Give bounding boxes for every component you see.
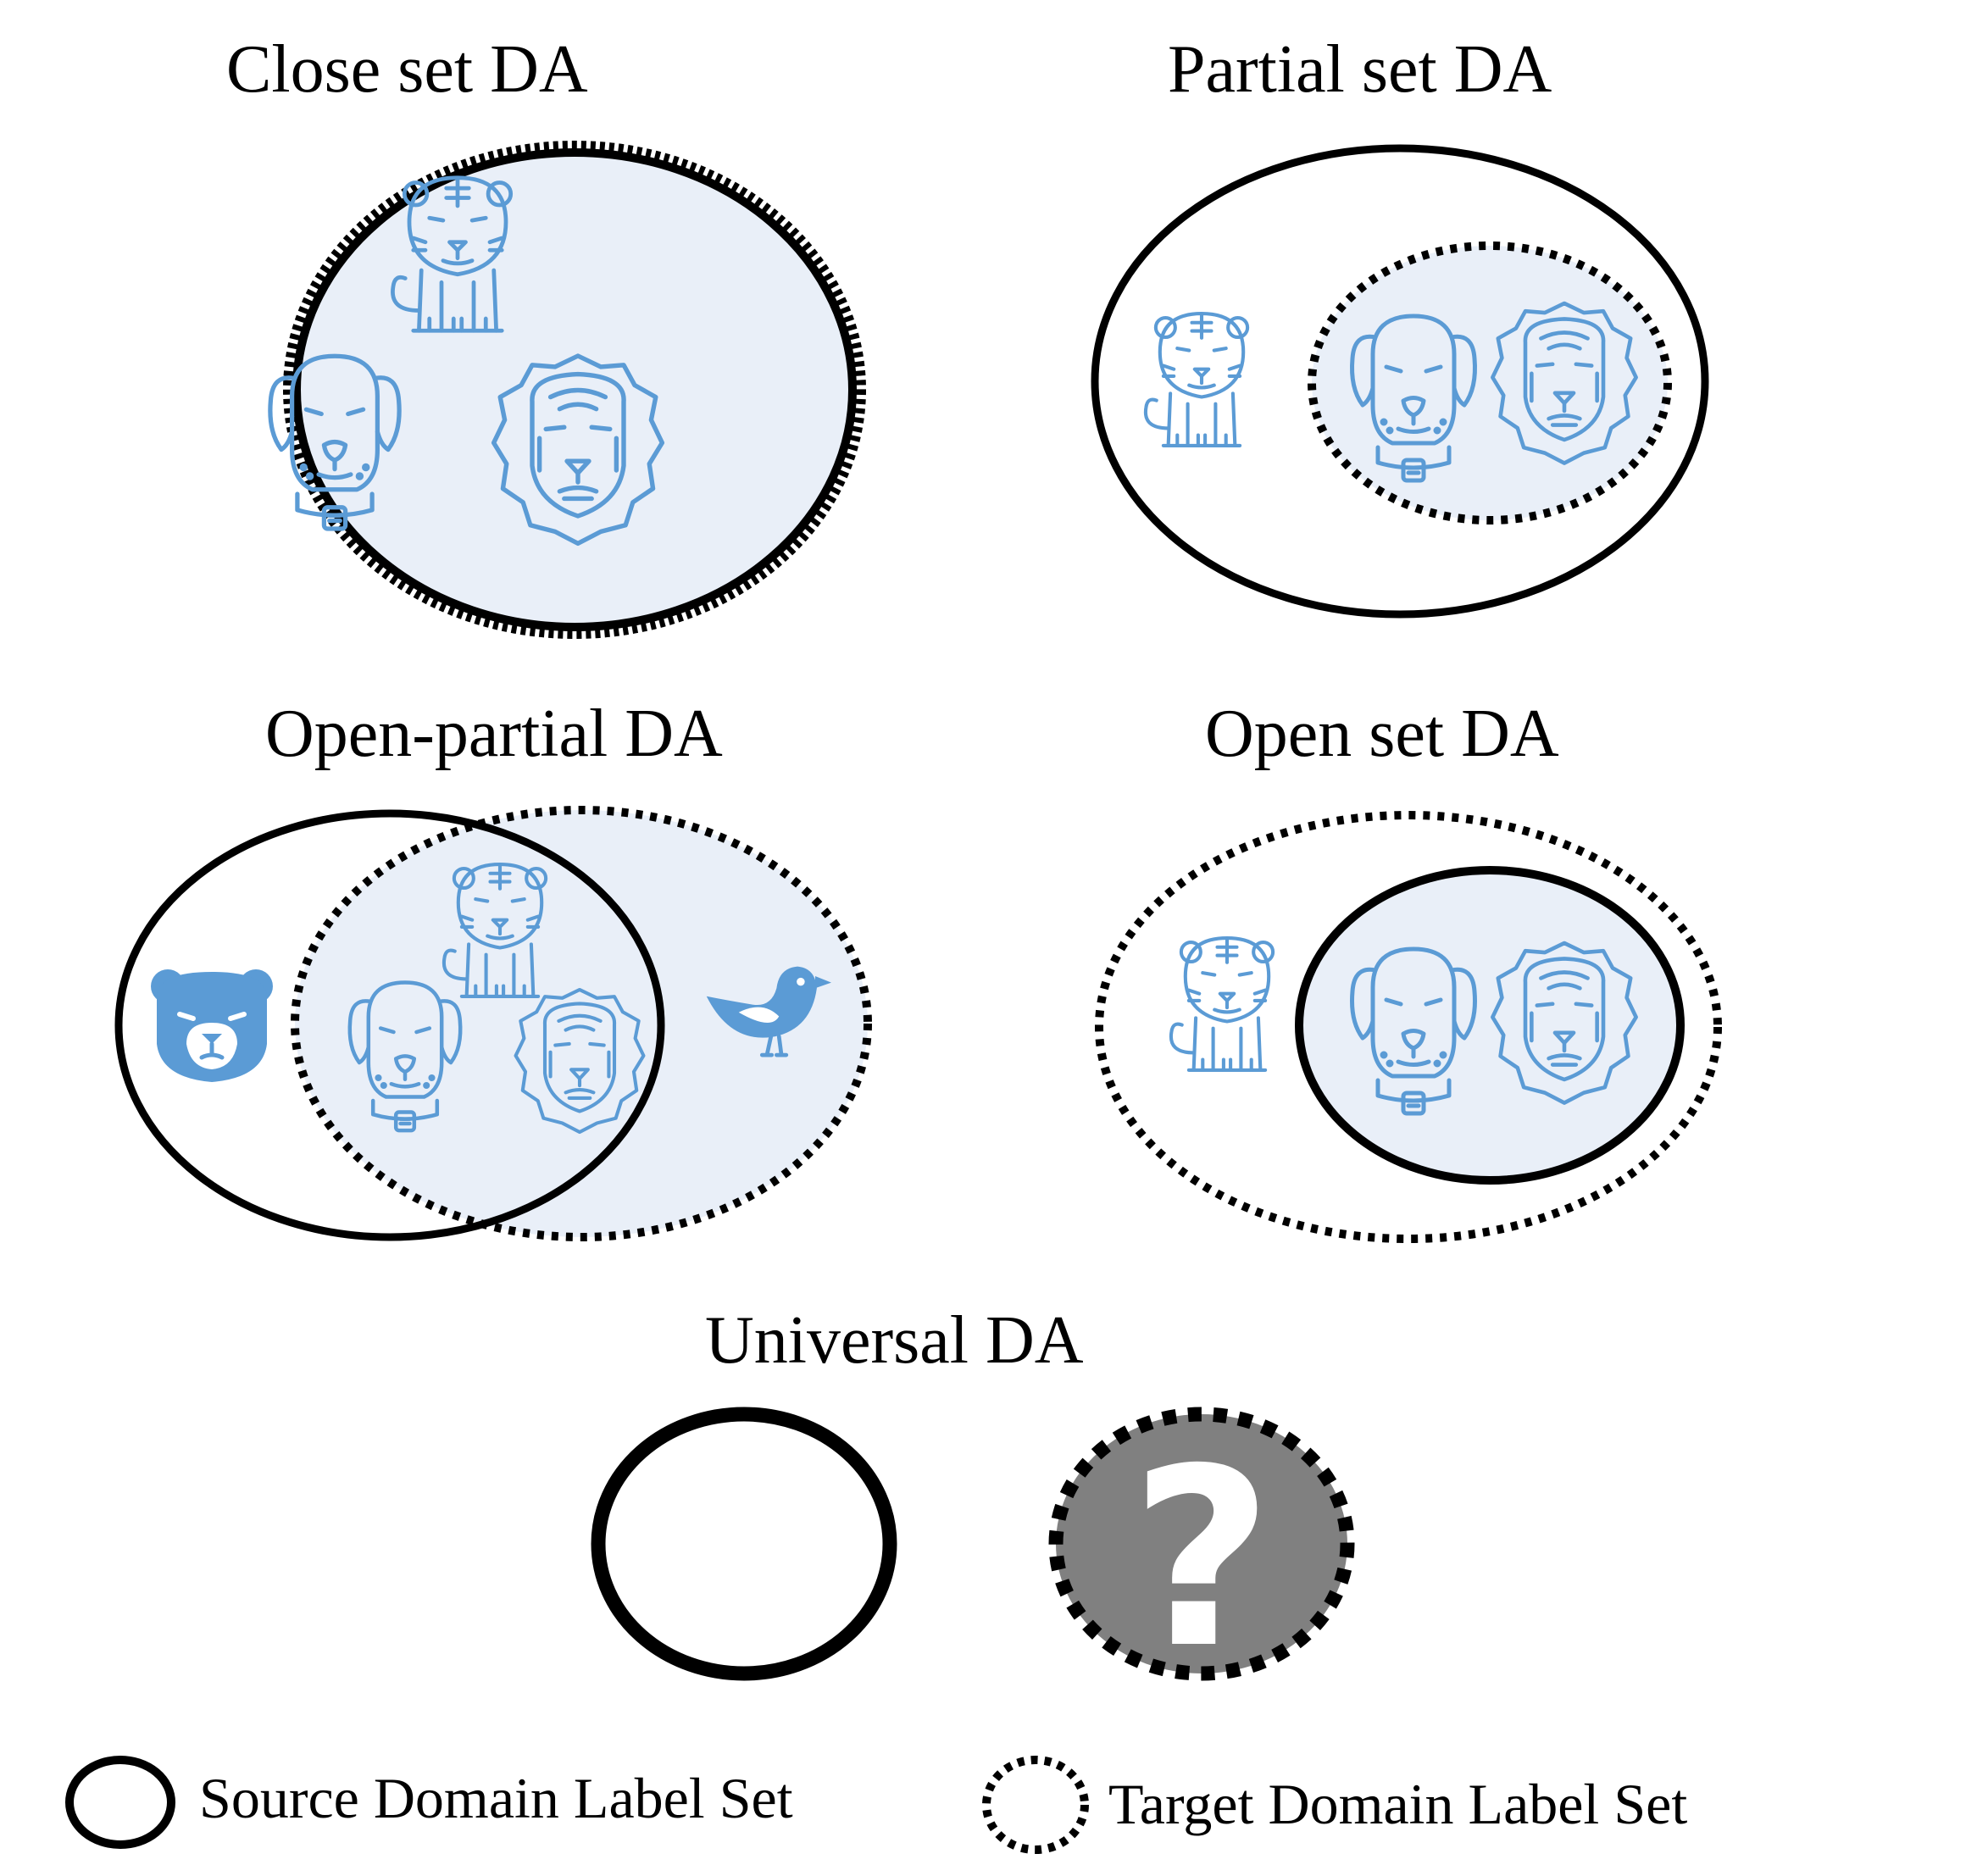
universal-panel: ? bbox=[591, 1407, 1355, 1702]
legend-source-label: Source Domain Label Set bbox=[199, 1766, 793, 1830]
tiger-icon bbox=[1171, 938, 1273, 1070]
open-target-set bbox=[1095, 811, 1722, 1243]
partial-set-panel bbox=[1091, 144, 1709, 619]
open-partial-overlap bbox=[295, 813, 661, 1237]
open-partial-title: Open-partial DA bbox=[265, 697, 723, 771]
universal-title: Universal DA bbox=[705, 1303, 1084, 1378]
universal-source-set bbox=[591, 1407, 897, 1681]
legend-target-swatch bbox=[982, 1756, 1089, 1854]
close-target-set bbox=[283, 141, 866, 639]
open-partial-source-set bbox=[114, 809, 665, 1241]
open-source-set bbox=[1295, 866, 1685, 1185]
open-partial-panel bbox=[114, 806, 872, 1241]
partial-source-set bbox=[1091, 144, 1709, 619]
close-set-panel bbox=[270, 141, 866, 639]
legend-target-label: Target Domain Label Set bbox=[1108, 1772, 1688, 1836]
universal-target-set bbox=[1048, 1407, 1355, 1681]
legend bbox=[65, 1756, 1089, 1854]
partial-set-title: Partial set DA bbox=[1168, 32, 1552, 107]
open-partial-target-set bbox=[291, 806, 872, 1241]
tiger-icon bbox=[1146, 314, 1247, 446]
bear-icon bbox=[151, 969, 273, 1082]
open-set-panel bbox=[1095, 811, 1722, 1243]
open-set-title: Open set DA bbox=[1205, 697, 1559, 771]
unknown-symbol: ? bbox=[1130, 1417, 1273, 1702]
close-set-title: Close set DA bbox=[226, 32, 588, 107]
legend-source-swatch bbox=[65, 1756, 175, 1849]
partial-target-set bbox=[1308, 241, 1672, 525]
